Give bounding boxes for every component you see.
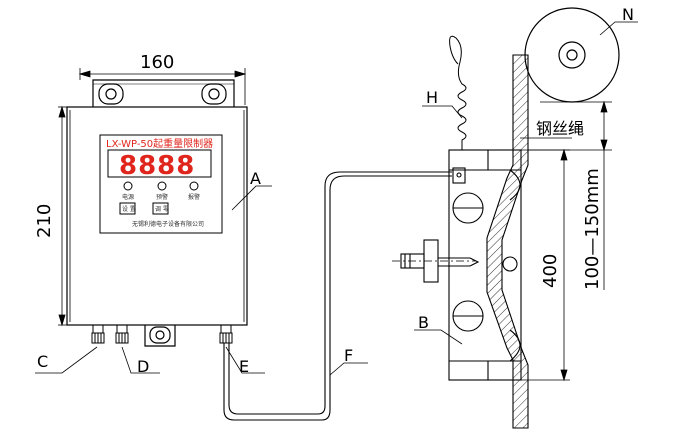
indicator-label-prewarn: 预警 — [156, 193, 168, 201]
maker-label: 无锡利德电子设备有限公司 — [132, 220, 204, 228]
cable-f — [223, 171, 452, 421]
label-h: H — [426, 88, 438, 107]
sheave-n — [524, 7, 620, 103]
controller-box — [66, 79, 248, 347]
alarm-indicator — [189, 181, 199, 191]
wire-rope — [486, 54, 529, 429]
cable-glands — [91, 324, 233, 344]
dimension-160-label: 160 — [140, 52, 174, 73]
label-c: C — [37, 352, 48, 371]
label-e: E — [239, 357, 249, 376]
indicator-label-power: 电源 — [122, 193, 134, 201]
leaders — [35, 21, 638, 376]
dimension-400-label: 400 — [540, 254, 561, 288]
display-frame — [107, 149, 212, 178]
set-button-label: 设 置 — [122, 205, 136, 213]
led-display: 8888 — [119, 151, 195, 181]
front-panel: LX-WP-50起重量限制器 8888 电源 预警 报警 设 置 调 零 无锡利… — [99, 134, 223, 234]
label-n: N — [622, 5, 634, 24]
prewarn-indicator — [157, 181, 167, 191]
indicator-label-alarm: 报警 — [188, 193, 200, 201]
dimension-210 — [58, 105, 67, 327]
set-button[interactable] — [119, 202, 136, 215]
dimension-range-label: 100—150mm — [582, 168, 603, 290]
rope-label: 钢丝绳 — [536, 119, 584, 138]
label-b: B — [418, 313, 429, 332]
dimension-100-150 — [528, 100, 612, 290]
zero-button-label: 调 零 — [155, 205, 169, 213]
dimension-160 — [78, 68, 247, 105]
dimension-210-label: 210 — [34, 204, 55, 238]
load-bolt — [392, 239, 518, 283]
power-indicator — [123, 181, 133, 191]
zero-button[interactable] — [152, 202, 169, 215]
label-a: A — [250, 169, 261, 188]
label-d: D — [137, 357, 149, 376]
antenna-h — [449, 35, 467, 150]
panel-title: LX-WP-50起重量限制器 — [106, 137, 213, 150]
label-f: F — [344, 346, 353, 365]
